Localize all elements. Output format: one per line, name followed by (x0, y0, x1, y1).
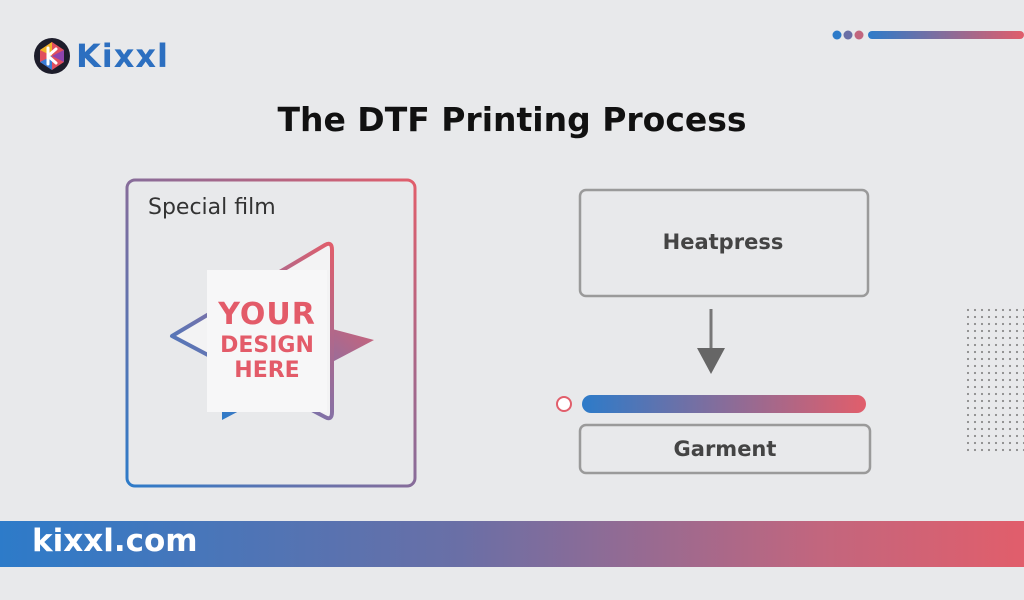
connector-node (556, 396, 572, 412)
design-placeholder-text: YOUR DESIGN HERE (207, 270, 327, 412)
decorative-dots-bar (832, 30, 1024, 40)
design-line-design: DESIGN (220, 332, 314, 358)
heatpress-label: Heatpress (662, 230, 784, 254)
footer-bar (0, 521, 1024, 567)
heatpress-box (578, 188, 870, 298)
brand-logo: Kixxl (32, 36, 169, 76)
special-film-box (125, 178, 417, 488)
design-line-your: YOUR (218, 297, 316, 333)
dotted-texture (964, 308, 1024, 452)
garment-label: Garment (673, 436, 777, 461)
brand-name: Kixxl (76, 37, 170, 75)
design-line-here: HERE (234, 358, 300, 384)
arrow-down-icon (697, 348, 725, 374)
garment-box (578, 423, 872, 475)
footer-url[interactable]: kixxl.com (32, 523, 198, 559)
special-film-label: Special film (148, 195, 276, 220)
transfer-bar (582, 395, 866, 413)
design-card (207, 270, 327, 412)
kixxl-logo-icon (34, 38, 70, 74)
page-title: The DTF Printing Process (277, 100, 747, 139)
